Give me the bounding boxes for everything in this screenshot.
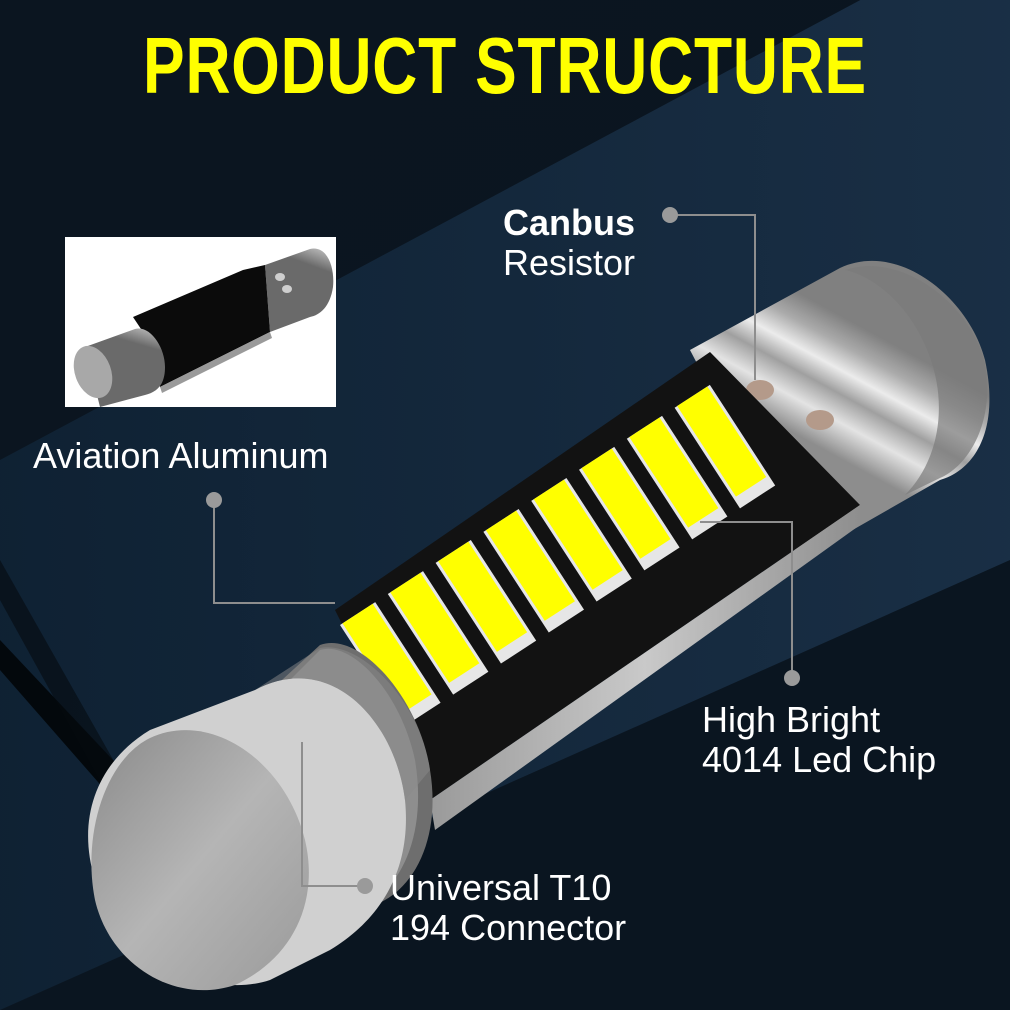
callout-dot-connector (357, 878, 373, 894)
label-connector: Universal T10 194 Connector (390, 868, 626, 948)
callout-connector (301, 742, 365, 887)
label-canbus-line2: Resistor (503, 242, 636, 283)
page-title: PRODUCT STRUCTURE (143, 21, 867, 110)
label-led-chip: High Bright 4014 Led Chip (702, 700, 936, 780)
label-canbus-line1: Canbus (503, 202, 636, 243)
callout-led-chip (700, 521, 793, 678)
label-connector-line2: 194 Connector (390, 907, 627, 948)
aluminum-inset-image (65, 237, 336, 407)
callout-dot-aluminum (206, 492, 222, 508)
callout-dot-canbus (662, 207, 678, 223)
callout-canbus (670, 214, 756, 380)
led-chip-array (340, 384, 776, 726)
callout-dot-led-chip (784, 670, 800, 686)
left-metal-cap (88, 642, 433, 991)
label-led-line1: High Bright (702, 699, 881, 740)
label-aviation-aluminum: Aviation Aluminum (33, 436, 329, 476)
label-canbus-resistor: Canbus Resistor (503, 203, 635, 283)
led-bulb (88, 260, 990, 991)
label-connector-line1: Universal T10 (390, 867, 612, 908)
label-led-line2: 4014 Led Chip (702, 739, 937, 780)
callout-aluminum (213, 500, 335, 604)
label-aluminum-line1: Aviation Aluminum (33, 435, 329, 476)
inset-bulb-icon (73, 248, 334, 407)
led-chip (340, 602, 441, 726)
